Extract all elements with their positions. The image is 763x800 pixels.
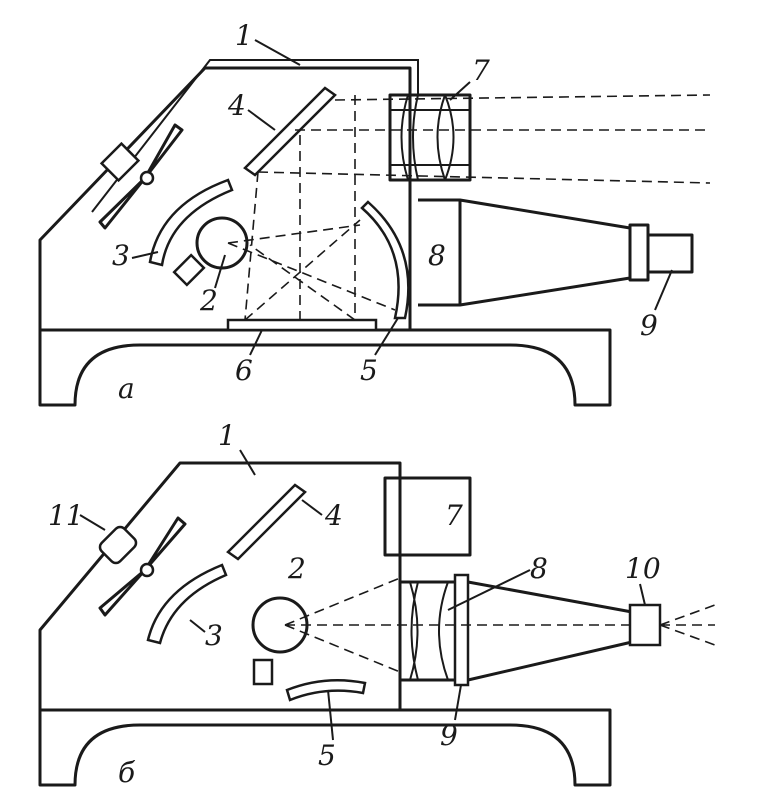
base-a: [38, 328, 612, 407]
fan-a: [98, 123, 184, 230]
mirror-4-a: [243, 86, 337, 177]
mirror-4-b: [226, 483, 307, 561]
lamp-2-a: [172, 216, 249, 287]
label-3-b: 3: [205, 619, 223, 652]
label-7-a: 7: [472, 54, 490, 87]
label-9-b: 9: [440, 719, 458, 752]
lamp-2-b: [251, 596, 309, 686]
label-8-b: 8: [530, 552, 548, 585]
label-5-a: 5: [360, 354, 378, 387]
eyepiece-9-a: [628, 223, 694, 282]
labels-a: 1 7 4 3 2 8 9 6 5 а: [112, 19, 673, 405]
label-8-a: 8: [428, 239, 446, 272]
diagram-b: 1 11 4 7 2 3 8 10 9 5 б: [38, 419, 716, 789]
mirror-3-a: [148, 178, 234, 267]
label-6-a: 6: [235, 354, 253, 387]
lens-7-a: [388, 93, 472, 182]
caption-b: б: [118, 756, 136, 789]
mirror-3-b: [146, 563, 228, 645]
label-9-a: 9: [640, 309, 658, 342]
cone-8-a: [418, 198, 632, 307]
label-3-a: 3: [112, 239, 130, 272]
label-1-b: 1: [218, 419, 236, 452]
labels-b: 1 11 4 7 2 3 8 10 9 5 б: [48, 419, 661, 789]
housing-shell-a: [91, 59, 419, 213]
label-2-b: 2: [287, 552, 306, 585]
caption-a: а: [118, 372, 135, 405]
label-10-b: 10: [625, 552, 661, 585]
lens-box-7-b: [383, 476, 472, 557]
mirror-5-a: [360, 200, 410, 320]
light-rays-a: [227, 94, 711, 321]
base-b: [38, 708, 612, 787]
label-4-b: 4: [324, 499, 343, 532]
cone-b: [467, 580, 633, 682]
plate-9-b: [453, 573, 470, 687]
label-11-b: 11: [48, 499, 84, 532]
mirror-5-b: [285, 678, 367, 702]
label-1-a: 1: [235, 19, 253, 52]
label-4-a: 4: [227, 89, 246, 122]
label-7-b: 7: [445, 499, 463, 532]
fan-11-b: [98, 516, 187, 617]
objective-10-b: [628, 603, 662, 647]
plate-6-a: [226, 318, 378, 332]
label-2-a: 2: [199, 284, 218, 317]
housing-b: [38, 461, 402, 710]
condenser-8-b: [400, 580, 455, 682]
diagram-a: 1 7 4 3 2 8 9 6 5 а: [38, 19, 711, 407]
label-5-b: 5: [318, 739, 336, 772]
